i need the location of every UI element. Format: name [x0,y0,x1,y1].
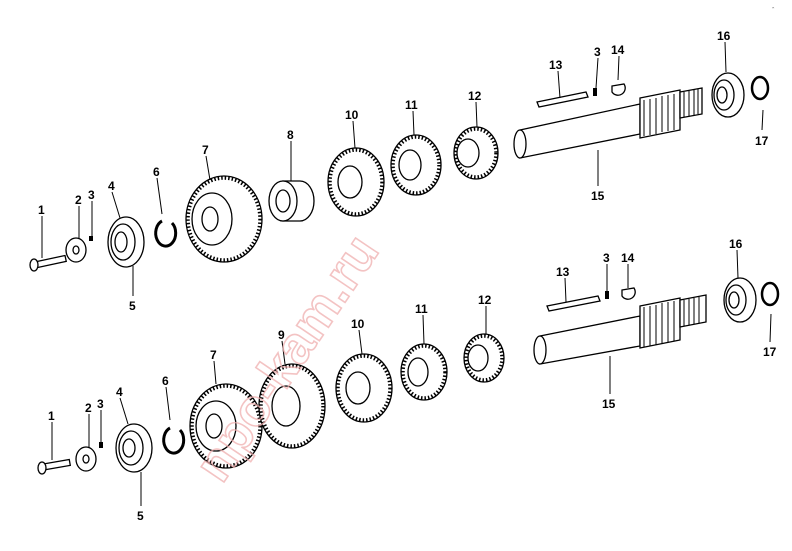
callout-number: 6 [153,165,160,179]
callout-number: 1 [38,203,45,217]
callout-number: 10 [351,317,365,331]
woodruff-key [611,83,626,96]
main-shaft [513,87,703,159]
callout-number: 11 [415,302,428,316]
shaft-key [536,91,589,108]
callout-number: 2 [85,401,92,415]
callout-number: 6 [162,374,169,388]
callout-number: 7 [202,143,209,157]
bearing [115,423,153,473]
callout-number: 15 [602,397,616,411]
circlip [760,281,780,307]
callout-number: 14 [621,251,635,265]
callout-number: 1 [48,409,55,423]
pin [99,442,103,448]
bolt [29,254,68,272]
gear [335,353,393,423]
callout-number: 13 [556,265,570,279]
sleeve [268,180,315,222]
gear [400,343,448,401]
pin [89,236,93,241]
woodruff-key [621,287,636,300]
callout-number: 3 [594,45,601,59]
callout-number: 3 [97,397,104,411]
callout-number: 17 [763,345,777,359]
pin [605,291,609,299]
callout-number: 4 [116,385,123,399]
gear [327,147,385,217]
callout-number: 15 [591,189,605,203]
corner-mark: ᵔ [772,7,775,13]
bearing [107,216,145,268]
callout-number: 9 [278,328,285,342]
circlip [162,426,186,455]
callout-number: 13 [549,58,563,72]
callout-number: 14 [611,43,625,57]
callout-number: 5 [137,509,144,523]
callout-number: 17 [755,134,769,148]
upper-gearbox-assembly [29,72,770,272]
pin [593,88,597,96]
bolt [37,458,72,475]
callout-number: 3 [88,188,95,202]
gear [390,134,442,196]
callout-number: 12 [478,293,492,307]
shaft-key [546,295,601,312]
callout-number: 2 [75,193,82,207]
callout-number: 16 [717,29,731,43]
large-gear [189,383,263,469]
bearing [711,72,745,118]
gear [453,126,499,180]
callout-number: 7 [210,348,217,362]
callout-number: 4 [108,179,115,193]
large-gear [258,363,326,449]
callout-number: 12 [468,89,482,103]
callout-number: 10 [345,108,359,122]
callout-number: 11 [405,98,418,112]
large-gear [185,175,263,263]
bearing [723,277,757,323]
washer [75,446,97,472]
circlip [154,219,178,248]
callout-number: 16 [729,237,743,251]
callout-numbers: 1 2 3 4 5 6 7 8 10 11 12 13 3 14 16 17 1… [38,29,777,523]
callout-number: 8 [287,128,294,142]
gear [463,333,505,383]
circlip [750,75,770,101]
washer [65,237,87,263]
main-shaft [533,294,707,365]
leader-lines [41,41,772,506]
callout-number: 5 [129,299,136,313]
callout-number: 3 [603,251,610,265]
lower-gearbox-assembly [37,277,780,475]
